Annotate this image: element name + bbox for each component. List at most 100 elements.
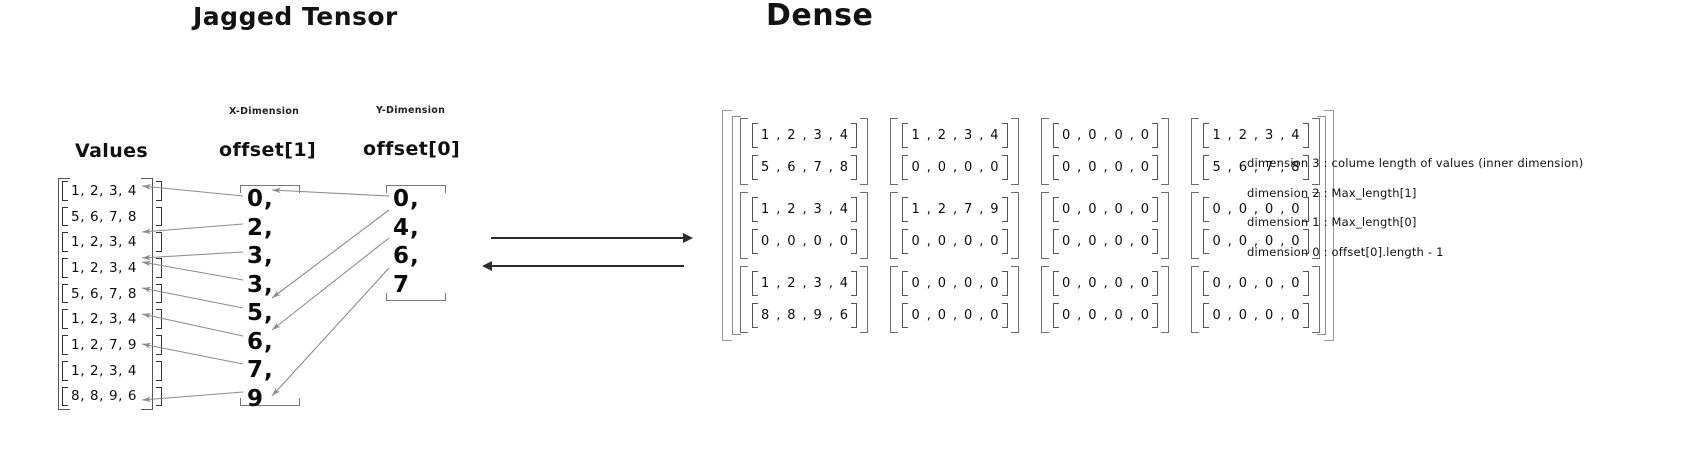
dense-vector: 1 , 2 , 7 , 9 [902, 197, 1009, 222]
values-row: 5, 6, 7, 8 [62, 204, 162, 230]
offset0-item: 0, [393, 186, 420, 212]
offset1-header: offset[1] [219, 139, 317, 161]
dense-vector-text: 0 , 0 , 0 , 0 [1061, 202, 1151, 217]
values-outer-bracket-left [58, 178, 70, 410]
values-row-text: 1, 2, 3, 4 [71, 259, 138, 276]
dense-matrix: 0 , 0 , 0 , 0 0 , 0 , 0 , 0 [1191, 266, 1321, 333]
dense-matrix: 0 , 0 , 0 , 0 0 , 0 , 0 , 0 [1040, 192, 1170, 259]
dense-vector-text: 0 , 0 , 0 , 0 [1061, 128, 1151, 143]
values-row-text: 1, 2, 3, 4 [71, 182, 138, 199]
dense-vector-text: 0 , 0 , 0 , 0 [761, 234, 850, 249]
legend-line: dimension 2 : Max_length[1] [1247, 185, 1417, 200]
values-row-text: 1, 2, 3, 4 [71, 362, 138, 379]
dense-vector: 0 , 0 , 0 , 0 [1203, 303, 1310, 328]
values-row: 1, 2, 7, 9 [62, 332, 162, 358]
dense-matrix: 1 , 2 , 7 , 9 0 , 0 , 0 , 0 [890, 192, 1020, 259]
dense-matrix: 1 , 2 , 3 , 4 8 , 8 , 9 , 6 [740, 266, 869, 333]
dense-vector: 0 , 0 , 0 , 0 [1203, 271, 1310, 296]
dense-vector-text: 0 , 0 , 0 , 0 [1061, 308, 1151, 323]
values-column-header: Values [75, 140, 149, 162]
dense-vector-text: 1 , 2 , 7 , 9 [911, 202, 1000, 217]
legend-line: dimension 3 : colume length of values (i… [1247, 156, 1584, 170]
dense-vector: 1 , 2 , 3 , 4 [752, 123, 858, 148]
dense-outer-bracket: 1 , 2 , 3 , 4 5 , 6 , 7 , 8 1 , 2 , 3 , … [722, 110, 1334, 341]
dense-matrix: 0 , 0 , 0 , 0 0 , 0 , 0 , 0 [1040, 118, 1170, 185]
dense-vector: 1 , 2 , 3 , 4 [752, 197, 858, 222]
offset1-item: 0, [247, 186, 274, 212]
values-row: 1, 2, 3, 4 [62, 255, 162, 281]
values-row: 5, 6, 7, 8 [62, 281, 162, 307]
dense-vector: 1 , 2 , 3 , 4 [752, 271, 858, 296]
dense-vector: 8 , 8 , 9 , 6 [752, 303, 858, 328]
values-row-text: 1, 2, 3, 4 [71, 311, 138, 328]
values-row: 1, 2, 3, 4 [62, 358, 162, 384]
dense-vector-text: 0 , 0 , 0 , 0 [911, 160, 1000, 175]
offset1-item: 3, [247, 243, 274, 269]
page-title-jagged-tensor: Jagged Tensor [193, 2, 398, 31]
values-row: 8, 8, 9, 6 [62, 384, 162, 410]
offset1-item: 7, [247, 357, 274, 383]
dense-matrix: 1 , 2 , 3 , 4 5 , 6 , 7 , 8 [740, 118, 869, 185]
dense-vector: 0 , 0 , 0 , 0 [1203, 197, 1310, 222]
dense-row: 1 , 2 , 3 , 4 0 , 0 , 0 , 0 1 , 2 , 7 , … [740, 192, 1321, 259]
offset1-list: 0, 2, 3, 3, 5, 6, 7, 9 [247, 185, 274, 413]
dense-vector-text: 8 , 8 , 9 , 6 [761, 308, 850, 323]
dense-vector-text: 0 , 0 , 0 , 0 [1212, 234, 1301, 249]
dense-vector: 0 , 0 , 0 , 0 [1052, 155, 1159, 180]
values-row-text: 5, 6, 7, 8 [71, 285, 138, 302]
values-row: 1, 2, 3, 4 [62, 306, 162, 332]
dense-matrix: 1 , 2 , 3 , 4 0 , 0 , 0 , 0 [740, 192, 869, 259]
values-row: 1, 2, 3, 4 [62, 178, 162, 204]
dense-vector: 0 , 0 , 0 , 0 [1052, 197, 1159, 222]
offset0-top-bracket [386, 185, 446, 193]
dense-vector: 0 , 0 , 0 , 0 [1052, 271, 1159, 296]
dense-vector-text: 1 , 2 , 3 , 4 [911, 128, 1000, 143]
dense-matrix: 0 , 0 , 0 , 0 0 , 0 , 0 , 0 [1040, 266, 1170, 333]
dense-vector-text: 0 , 0 , 0 , 0 [911, 276, 1000, 291]
dense-rows-bracket: 1 , 2 , 3 , 4 5 , 6 , 7 , 8 1 , 2 , 3 , … [732, 116, 1326, 335]
offset0-list: 0, 4, 6, 7 [393, 185, 420, 299]
dense-vector: 0 , 0 , 0 , 0 [902, 271, 1009, 296]
offset0-header: offset[0] [363, 138, 461, 160]
offset1-item: 2, [247, 214, 274, 241]
to-dense-arrow [491, 233, 693, 243]
dense-vector: 0 , 0 , 0 , 0 [1052, 123, 1159, 148]
dense-vector-text: 1 , 2 , 3 , 4 [761, 202, 850, 217]
dense-vector-text: 1 , 2 , 3 , 4 [1212, 128, 1301, 143]
legend-line: dimension 0 : offset[0].length - 1 [1247, 244, 1444, 259]
dense-vector: 0 , 0 , 0 , 0 [902, 303, 1009, 328]
dense-vector: 0 , 0 , 0 , 0 [1052, 303, 1159, 328]
dense-vector: 0 , 0 , 0 , 0 [752, 229, 858, 254]
offset1-item: 3, [247, 271, 274, 298]
values-row: 1, 2, 3, 4 [62, 229, 162, 255]
offset1-item: 6, [247, 328, 274, 355]
dense-matrix: 1 , 2 , 3 , 4 5 , 6 , 7 , 8 [1191, 118, 1321, 185]
dense-vector: 0 , 0 , 0 , 0 [902, 155, 1009, 180]
dense-matrix: 1 , 2 , 3 , 4 0 , 0 , 0 , 0 [890, 118, 1020, 185]
dense-vector-text: 5 , 6 , 7 , 8 [761, 160, 850, 175]
dense-vector-text: 1 , 2 , 3 , 4 [761, 276, 850, 291]
dense-vector-text: 5 , 6 , 7 , 8 [1212, 160, 1301, 175]
offset1-bottom-bracket [240, 398, 300, 406]
dense-vector-text: 0 , 0 , 0 , 0 [1061, 234, 1151, 249]
dense-vector-text: 0 , 0 , 0 , 0 [911, 308, 1000, 323]
dense-vector: 0 , 0 , 0 , 0 [1052, 229, 1159, 254]
dense-vector-text: 1 , 2 , 3 , 4 [761, 128, 850, 143]
dense-vector-text: 0 , 0 , 0 , 0 [1061, 160, 1151, 175]
to-jagged-arrow [482, 261, 684, 271]
page-title-dense: Dense [766, 0, 874, 33]
dense-vector: 0 , 0 , 0 , 0 [902, 229, 1009, 254]
arrow-head-left-icon [482, 261, 492, 271]
dense-vector: 1 , 2 , 3 , 4 [1203, 123, 1310, 148]
dense-vector: 1 , 2 , 3 , 4 [902, 123, 1009, 148]
offset1-item: 9 [247, 385, 265, 412]
values-list: 1, 2, 3, 4 5, 6, 7, 8 1, 2, 3, 4 1, 2, 3… [62, 178, 162, 409]
values-row-text: 1, 2, 3, 4 [71, 234, 138, 251]
dense-vector-text: 0 , 0 , 0 , 0 [911, 234, 1000, 249]
offset0-item: 7 [393, 271, 411, 298]
y-dimension-label: Y-Dimension [376, 105, 446, 116]
arrow-head-right-icon [683, 233, 693, 243]
offset0-item: 6, [393, 243, 420, 269]
dimension-legend: dimension 3 : colume length of values (i… [1247, 156, 1583, 274]
dense-vector-text: 0 , 0 , 0 , 0 [1061, 276, 1151, 291]
